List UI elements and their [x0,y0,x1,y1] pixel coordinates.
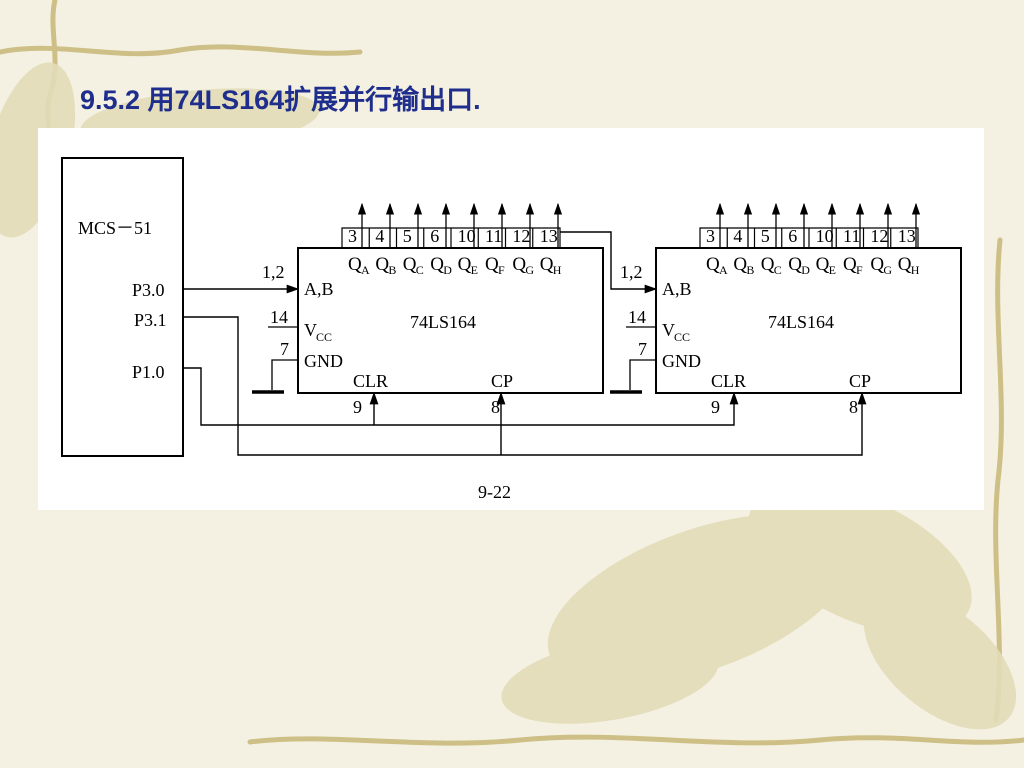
chip-name: 74LS164 [410,312,476,332]
input-label: A,B [304,279,334,299]
output-pin-number: 5 [761,226,770,246]
output-label-subscript: A [361,263,370,277]
mcu-pin-p10: P1.0 [132,362,165,382]
output-pin-number: 13 [898,226,916,246]
gnd-wire [271,359,298,390]
clr-pin-number: 9 [711,397,720,417]
mcu-pin-p30: P3.0 [132,280,165,300]
output-pin-number: 3 [706,226,715,246]
output-pin-number: 11 [485,226,502,246]
output-label-subscript: H [911,263,920,277]
gnd-wire [629,359,656,390]
wire-p10-to-clr [183,367,739,426]
vcc-label: V [304,320,317,340]
output-label-q: Q [733,254,747,275]
output-label-subscript: E [829,263,836,277]
output-label-q: Q [761,254,775,275]
wire-p31-to-cp [183,316,867,456]
output-label-subscript: H [553,263,562,277]
output-label-subscript: B [746,263,754,277]
clr-label: CLR [353,371,388,391]
output-label-q: Q [870,254,884,275]
output-label-subscript: A [719,263,728,277]
output-label-q: Q [512,254,526,275]
mcu-pin-p31: P3.1 [134,310,167,330]
clr-label: CLR [711,371,746,391]
clr-pin-number: 9 [353,397,362,417]
output-label-q: Q [348,254,362,275]
output-pin-number: 3 [348,226,357,246]
vcc-label: V [662,320,675,340]
output-pin-number: 11 [843,226,860,246]
cp-pin-number: 8 [491,397,500,417]
input-pin-number: 1,2 [620,262,643,282]
mcu-outline [61,157,184,457]
output-label-q: Q [403,254,417,275]
output-pin-number: 12 [870,226,888,246]
vcc-label-subscript: CC [674,330,690,344]
output-pin-number: 13 [540,226,558,246]
output-label-q: Q [458,254,472,275]
output-label-q: Q [430,254,444,275]
output-label-q: Q [843,254,857,275]
output-label-subscript: F [498,263,505,277]
output-pin-number: 10 [458,226,476,246]
mcu-name: MCS－51 [78,218,152,238]
wire-cascade [560,231,658,294]
output-label-q: Q [788,254,802,275]
vcc-label-subscript: CC [316,330,332,344]
gnd-pin-number: 7 [280,339,289,359]
output-label-subscript: E [471,263,478,277]
output-label-subscript: G [525,263,534,277]
vine-decoration [0,0,1024,746]
output-label-subscript: B [388,263,396,277]
wiring [183,231,867,456]
output-label-subscript: G [883,263,892,277]
output-pin-number: 5 [403,226,412,246]
slide-title: 9.5.2 用74LS164扩展并行输出口. [80,85,481,115]
output-label-q: Q [540,254,554,275]
output-pin-number: 10 [816,226,834,246]
output-label-q: Q [816,254,830,275]
output-label-subscript: D [801,263,810,277]
input-label: A,B [662,279,692,299]
output-pin-number: 6 [430,226,439,246]
figure-caption: 9-22 [478,482,511,502]
output-pin-number: 6 [788,226,797,246]
gnd-label: GND [304,351,343,371]
output-label-subscript: F [856,263,863,277]
cp-label: CP [849,371,871,391]
vcc-pin-number: 14 [270,307,288,327]
output-pin-number: 4 [375,226,384,246]
output-label-q: Q [898,254,912,275]
gnd-label: GND [662,351,701,371]
cp-pin-number: 8 [849,397,858,417]
output-label-subscript: D [443,263,452,277]
output-pin-number: 4 [733,226,742,246]
chip-name: 74LS164 [768,312,834,332]
cp-label: CP [491,371,513,391]
vcc-pin-number: 14 [628,307,646,327]
output-label-q: Q [485,254,499,275]
output-label-subscript: C [416,263,424,277]
output-label-q: Q [706,254,720,275]
output-label-q: Q [375,254,389,275]
mcu-block: MCS－51 P3.0 P3.1 P1.0 [61,157,184,457]
output-pin-number: 12 [512,226,530,246]
gnd-pin-number: 7 [638,339,647,359]
input-pin-number: 1,2 [262,262,285,282]
output-label-subscript: C [774,263,782,277]
